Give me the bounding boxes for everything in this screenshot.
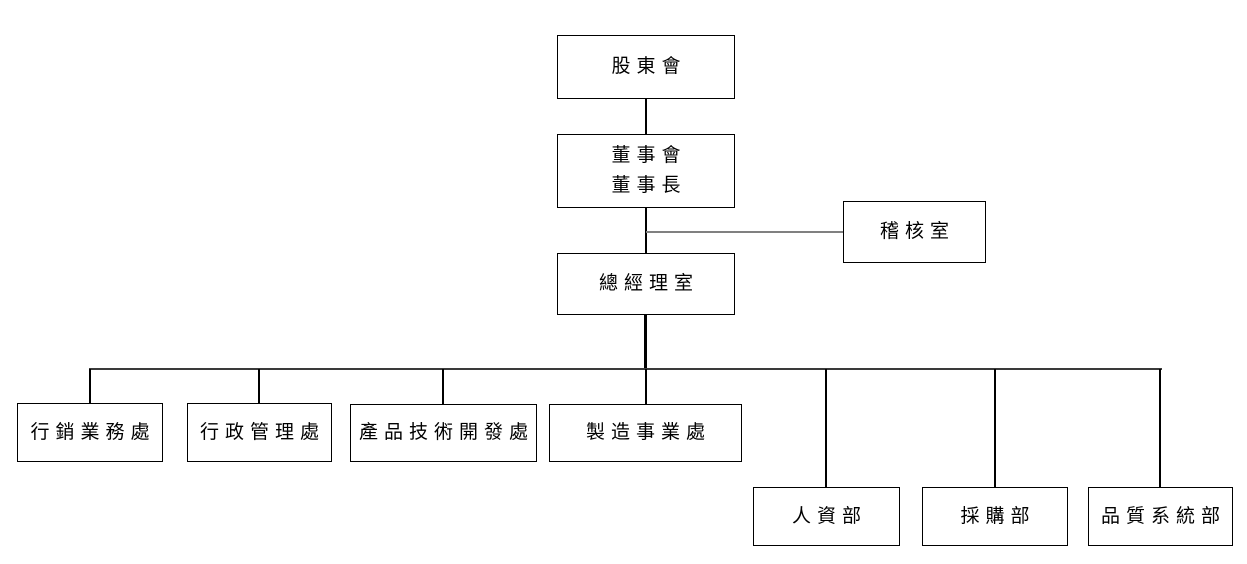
org-node-hr: 人資部	[753, 487, 900, 546]
connector-drop-product-dev	[442, 369, 444, 405]
org-node-general-manager: 總經理室	[557, 253, 735, 315]
connector-drop-quality	[1159, 369, 1161, 488]
org-node-shareholders: 股東會	[557, 35, 735, 99]
org-node-label: 股東會	[611, 56, 687, 77]
connector-general-manager-trunk	[644, 314, 647, 370]
connector-drop-manufacturing	[645, 369, 647, 405]
org-node-label: 行銷業務處	[30, 421, 156, 443]
org-node-product-dev: 產品技術開發處	[350, 404, 537, 462]
org-node-label: 稽核室	[879, 221, 955, 242]
org-node-quality: 品質系統部	[1088, 487, 1233, 546]
org-node-marketing: 行銷業務處	[17, 403, 163, 462]
org-node-label-line1: 董事會	[611, 145, 687, 166]
connector-board-general-manager	[645, 207, 647, 254]
connector-drop-purchasing	[994, 369, 996, 488]
org-node-label: 總經理室	[598, 273, 699, 294]
connector-drop-admin	[258, 369, 260, 404]
connector-shareholders-board	[645, 98, 647, 135]
org-node-label: 行政管理處	[199, 421, 325, 443]
connector-distribution-bar	[89, 368, 1162, 370]
org-node-board: 董事會 董事長	[557, 134, 735, 208]
connector-drop-marketing	[89, 369, 91, 404]
org-node-audit: 稽核室	[843, 201, 986, 263]
org-node-label: 產品技術開發處	[358, 422, 534, 443]
org-node-label-line2: 董事長	[611, 175, 687, 196]
connector-board-audit	[646, 231, 844, 233]
org-node-label: 製造事業處	[585, 422, 711, 443]
org-node-manufacturing: 製造事業處	[549, 404, 742, 462]
org-node-purchasing: 採購部	[922, 487, 1068, 546]
org-node-label: 採購部	[960, 505, 1036, 527]
org-node-label: 品質系統部	[1100, 505, 1226, 527]
org-node-admin: 行政管理處	[187, 403, 332, 462]
org-node-label: 人資部	[791, 505, 867, 527]
connector-drop-hr	[825, 369, 827, 488]
